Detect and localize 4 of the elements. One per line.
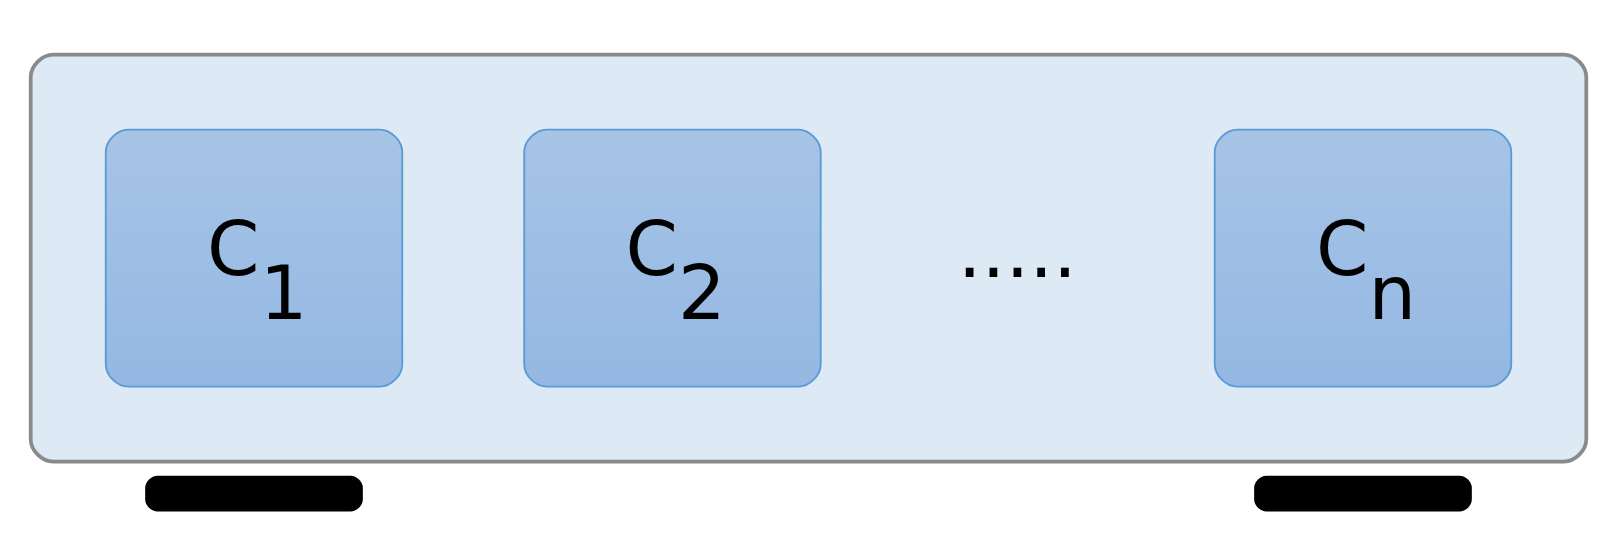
cluster — [28, 52, 1589, 464]
node-box — [1254, 475, 1472, 511]
node-box — [145, 475, 363, 511]
label: ..... — [957, 206, 1077, 295]
